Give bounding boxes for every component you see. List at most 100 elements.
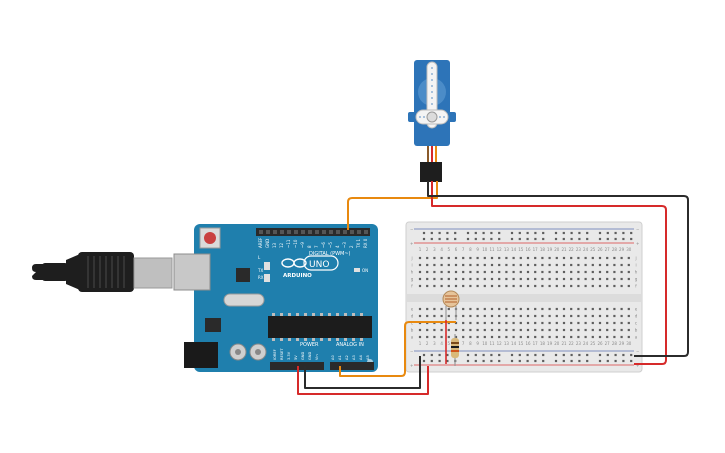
breadboard-hole[interactable]: [577, 263, 580, 267]
breadboard-hole[interactable]: [490, 321, 494, 325]
breadboard-hole[interactable]: [622, 353, 625, 357]
breadboard-hole[interactable]: [613, 284, 616, 288]
breadboard-hole[interactable]: [584, 284, 587, 288]
breadboard-hole[interactable]: [469, 328, 472, 332]
breadboard-hole[interactable]: [462, 277, 465, 281]
breadboard-hole[interactable]: [606, 353, 609, 357]
breadboard-hole[interactable]: [570, 353, 573, 357]
breadboard-hole[interactable]: [562, 256, 566, 260]
breadboard-hole[interactable]: [418, 328, 422, 332]
breadboard-hole[interactable]: [542, 359, 545, 363]
breadboard-hole[interactable]: [541, 335, 544, 339]
breadboard-hole[interactable]: [620, 314, 623, 318]
breadboard-hole[interactable]: [570, 284, 573, 288]
breadboard-hole[interactable]: [440, 284, 443, 288]
breadboard-hole[interactable]: [469, 335, 472, 339]
breadboard-hole[interactable]: [498, 237, 501, 241]
breadboard-hole[interactable]: [454, 231, 457, 235]
breadboard-hole[interactable]: [591, 284, 594, 288]
breadboard-hole[interactable]: [570, 321, 573, 325]
breadboard-hole[interactable]: [584, 270, 587, 274]
arduino-uno-board[interactable]: AREF GND 13 12 ~11 ~10 ~9 8 7 ~6 ~5 4 ~3…: [173, 224, 378, 372]
breadboard-hole[interactable]: [498, 263, 501, 267]
breadboard-hole[interactable]: [483, 321, 486, 325]
breadboard-hole[interactable]: [534, 321, 537, 325]
breadboard-hole[interactable]: [526, 335, 530, 339]
breadboard-hole[interactable]: [433, 328, 436, 332]
breadboard-hole[interactable]: [591, 314, 594, 318]
breadboard-hole[interactable]: [526, 321, 530, 325]
breadboard-hole[interactable]: [526, 231, 529, 235]
breadboard-hole[interactable]: [519, 328, 522, 332]
breadboard-hole[interactable]: [620, 256, 623, 260]
breadboard-hole[interactable]: [614, 231, 617, 235]
breadboard-hole[interactable]: [598, 270, 602, 274]
breadboard-hole[interactable]: [542, 237, 545, 241]
breadboard-hole[interactable]: [482, 237, 485, 241]
breadboard-hole[interactable]: [447, 256, 450, 260]
breadboard-hole[interactable]: [462, 263, 465, 267]
breadboard-hole[interactable]: [534, 256, 537, 260]
breadboard-hole[interactable]: [447, 263, 450, 267]
breadboard-hole[interactable]: [466, 237, 470, 241]
breadboard-hole[interactable]: [591, 335, 594, 339]
breadboard-hole[interactable]: [630, 353, 633, 357]
breadboard-hole[interactable]: [490, 277, 494, 281]
breadboard-hole[interactable]: [519, 256, 522, 260]
breadboard-hole[interactable]: [426, 335, 429, 339]
breadboard-hole[interactable]: [606, 321, 609, 325]
breadboard-hole[interactable]: [586, 237, 589, 241]
breadboard-hole[interactable]: [526, 270, 530, 274]
breadboard-hole[interactable]: [519, 263, 522, 267]
breadboard-hole[interactable]: [591, 321, 594, 325]
breadboard-hole[interactable]: [512, 335, 515, 339]
breadboard-hole[interactable]: [483, 307, 486, 311]
breadboard-hole[interactable]: [418, 256, 422, 260]
breadboard-hole[interactable]: [454, 263, 458, 267]
breadboard-hole[interactable]: [426, 284, 429, 288]
breadboard-hole[interactable]: [534, 359, 537, 363]
breadboard-hole[interactable]: [498, 277, 501, 281]
breadboard-hole[interactable]: [534, 237, 537, 241]
breadboard-hole[interactable]: [598, 359, 602, 363]
breadboard-hole[interactable]: [627, 263, 630, 267]
breadboard-hole[interactable]: [476, 270, 479, 274]
breadboard-hole[interactable]: [418, 307, 422, 311]
breadboard-hole[interactable]: [584, 335, 587, 339]
breadboard-hole[interactable]: [466, 359, 470, 363]
breadboard-hole[interactable]: [606, 231, 609, 235]
breadboard-hole[interactable]: [620, 284, 623, 288]
breadboard-hole[interactable]: [577, 314, 580, 318]
breadboard-hole[interactable]: [627, 270, 630, 274]
breadboard-hole[interactable]: [483, 314, 486, 318]
breadboard-hole[interactable]: [510, 231, 514, 235]
breadboard-hole[interactable]: [454, 335, 458, 339]
breadboard-hole[interactable]: [584, 277, 587, 281]
breadboard-hole[interactable]: [534, 284, 537, 288]
breadboard-hole[interactable]: [534, 270, 537, 274]
breadboard-hole[interactable]: [534, 335, 537, 339]
breadboard-hole[interactable]: [541, 328, 544, 332]
breadboard-hole[interactable]: [606, 307, 609, 311]
breadboard-hole[interactable]: [505, 328, 508, 332]
breadboard-hole[interactable]: [577, 284, 580, 288]
breadboard-hole[interactable]: [591, 328, 594, 332]
breadboard-holes[interactable]: [418, 231, 633, 363]
breadboard-hole[interactable]: [447, 314, 450, 318]
breadboard-hole[interactable]: [433, 314, 436, 318]
breadboard-hole[interactable]: [498, 353, 501, 357]
breadboard-hole[interactable]: [562, 263, 566, 267]
breadboard-hole[interactable]: [430, 231, 433, 235]
breadboard-hole[interactable]: [570, 359, 573, 363]
breadboard-hole[interactable]: [577, 256, 580, 260]
breadboard-hole[interactable]: [620, 307, 623, 311]
breadboard-hole[interactable]: [505, 277, 508, 281]
breadboard-hole[interactable]: [474, 231, 477, 235]
breadboard-hole[interactable]: [505, 321, 508, 325]
breadboard-hole[interactable]: [422, 353, 426, 357]
breadboard-hole[interactable]: [541, 263, 544, 267]
breadboard-hole[interactable]: [505, 256, 508, 260]
breadboard-hole[interactable]: [578, 231, 581, 235]
breadboard-hole[interactable]: [512, 256, 515, 260]
breadboard-hole[interactable]: [498, 321, 501, 325]
